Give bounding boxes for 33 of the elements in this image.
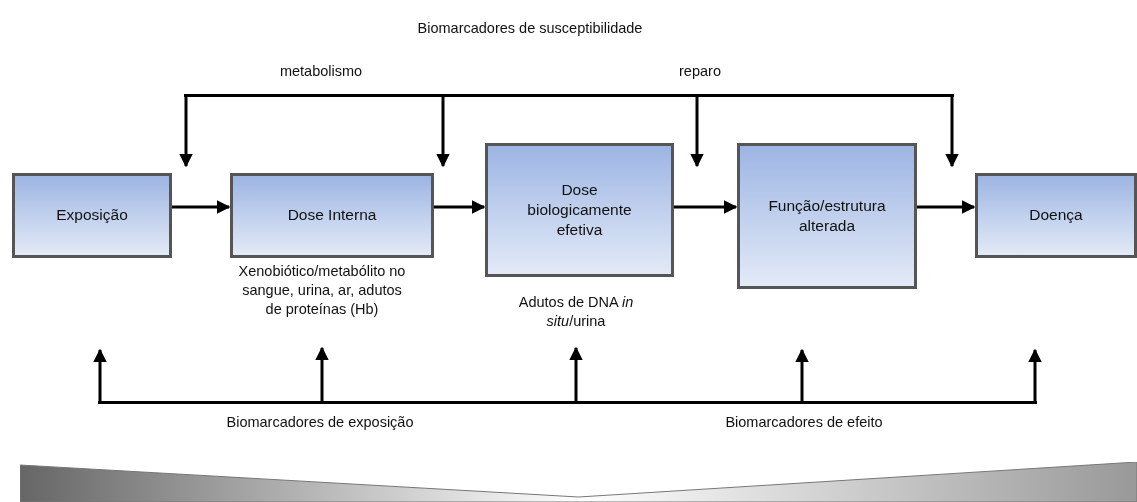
annotation-label: reparo [679,63,721,79]
arrow [1028,348,1042,401]
bar-band [98,401,1037,404]
box-label: Função/estrutura alterada [767,195,887,236]
chevron-band [20,462,1137,502]
arrow [172,200,231,214]
arrow [436,97,450,168]
box-label: Dose Interna [286,205,378,226]
process-box [737,143,917,289]
process-box [12,173,172,258]
arrow [179,97,193,168]
arrow [434,200,486,214]
arrow [315,346,329,401]
annotation-label: Biomarcadores de susceptibilidade [417,20,643,36]
box-label: Exposição [55,205,129,226]
arrow [795,348,809,401]
box-label: Doença [1028,205,1084,226]
process-box [485,143,674,277]
arrow [945,97,959,168]
bar-band [184,94,954,97]
process-box [975,173,1137,258]
annotation-label: metabolismo [279,63,363,79]
arrow [569,346,583,401]
box-caption: Xenobiótico/metabólito no sangue, urina, ar, adutos de proteínas (Hb) [237,262,407,319]
box-label: Dose biologicamente efetiva [526,179,633,241]
box-caption: Adutos de DNA in situ/urina [517,293,635,331]
arrow [690,97,704,168]
annotation-label: Biomarcadores de efeito [725,414,883,430]
arrow [674,200,738,214]
arrow [93,348,107,401]
arrow [917,200,976,214]
process-box [230,173,434,258]
annotation-label: Biomarcadores de exposição [226,414,414,430]
